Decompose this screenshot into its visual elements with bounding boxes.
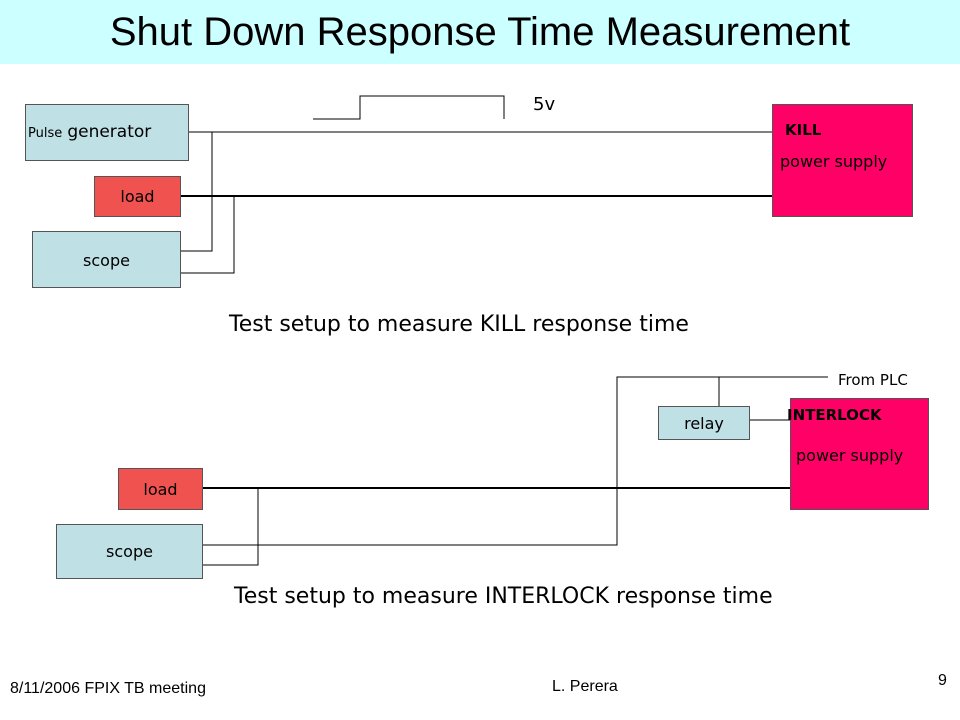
interlock-scope-tap-load	[203, 488, 259, 566]
pulse-generator-box	[25, 104, 189, 161]
kill-ps-title: KILL	[785, 121, 822, 139]
pulse-label-small: Pulse	[28, 126, 63, 141]
scope-tap-load	[181, 196, 235, 274]
interlock-caption: Test setup to measure INTERLOCK response…	[234, 584, 773, 609]
interlock-scope-label: scope	[106, 542, 153, 561]
interlock-power-supply-box	[790, 398, 929, 510]
signal-voltage-label: 5v	[533, 94, 556, 115]
title-bar	[0, 0, 960, 64]
footer-date-meeting: 8/11/2006 FPIX TB meeting	[10, 680, 206, 697]
generator-label-big: generator	[67, 122, 152, 142]
relay-output-wire	[203, 376, 828, 546]
slide-title: Shut Down Response Time Measurement	[109, 10, 851, 54]
interlock-ps-title: INTERLOCK	[787, 406, 882, 424]
kill-load-label: load	[120, 187, 155, 206]
relay-box	[658, 406, 750, 440]
kill-scope-box	[32, 231, 181, 288]
from-plc-label: From PLC	[838, 371, 908, 389]
kill-ps-label: power supply	[780, 152, 888, 171]
footer-page-number: 9	[938, 672, 947, 689]
pulse-waveform	[313, 95, 505, 120]
footer-author: L. Perera	[552, 678, 618, 695]
scope-tap-pulse	[181, 132, 213, 252]
kill-power-supply-box	[772, 104, 913, 217]
interlock-scope-box	[56, 524, 203, 579]
relay-label: relay	[684, 414, 724, 433]
kill-load-box	[94, 176, 181, 217]
interlock-load-label: load	[143, 480, 178, 499]
interlock-load-box	[118, 468, 203, 510]
kill-scope-label: scope	[83, 251, 130, 270]
interlock-ps-label: power supply	[796, 446, 904, 465]
pulse-generator-label: Pulse generator	[28, 122, 151, 142]
kill-caption: Test setup to measure KILL response time	[229, 312, 689, 337]
